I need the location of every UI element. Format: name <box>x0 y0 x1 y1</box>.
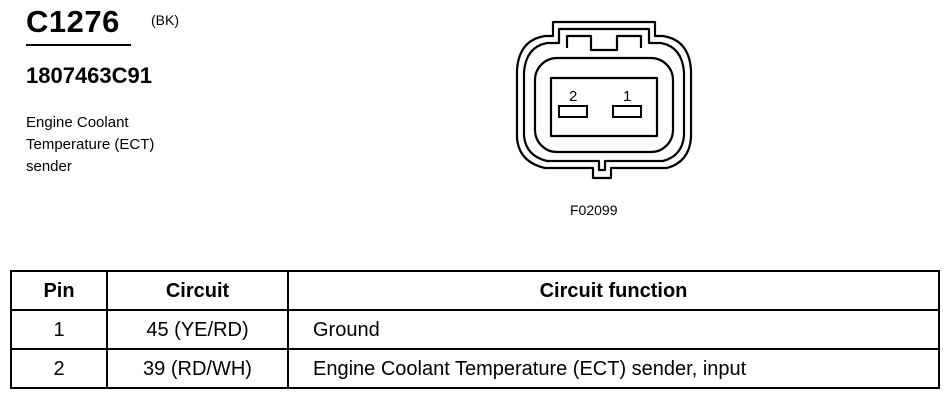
pinout-table: Pin Circuit Circuit function 1 45 (YE/RD… <box>10 270 940 389</box>
circuit-cell: 39 (RD/WH) <box>106 348 289 389</box>
pin-label-2: 2 <box>569 88 578 105</box>
column-header-function: Circuit function <box>287 270 940 311</box>
part-number: 1807463C91 <box>26 63 153 88</box>
description-line: sender <box>26 158 72 175</box>
connector-face-diagram: 2 1 <box>505 10 705 190</box>
connector-face <box>533 56 675 154</box>
component-description: Engine Coolant Temperature (ECT) sender <box>26 112 226 178</box>
table-row: 1 45 (YE/RD) Ground <box>10 309 940 350</box>
connector-id: C1276 <box>26 4 120 39</box>
pin-cell: 2 <box>10 348 108 389</box>
locking-tab <box>565 34 643 52</box>
pin-label-1: 1 <box>623 88 632 105</box>
function-cell: Ground <box>287 309 940 350</box>
table-header-row: Pin Circuit Circuit function <box>10 270 940 311</box>
connector-color: (BK) <box>151 12 179 28</box>
housing-outer <box>515 20 693 180</box>
housing-inner <box>522 27 686 172</box>
pin-cell: 1 <box>10 309 108 350</box>
table-row: 2 39 (RD/WH) Engine Coolant Temperature … <box>10 348 940 389</box>
description-line: Temperature (ECT) <box>26 136 155 153</box>
pin-1-terminal <box>612 105 642 118</box>
function-cell: Engine Coolant Temperature (ECT) sender,… <box>287 348 940 389</box>
connector-id-underline <box>26 44 131 46</box>
column-header-pin: Pin <box>10 270 108 311</box>
pin-2-terminal <box>558 105 588 118</box>
pin-cavity <box>549 76 659 138</box>
column-header-circuit: Circuit <box>106 270 289 311</box>
circuit-cell: 45 (YE/RD) <box>106 309 289 350</box>
description-line: Engine Coolant <box>26 114 129 131</box>
connector-outline <box>515 20 693 180</box>
figure-code: F02099 <box>570 202 618 218</box>
